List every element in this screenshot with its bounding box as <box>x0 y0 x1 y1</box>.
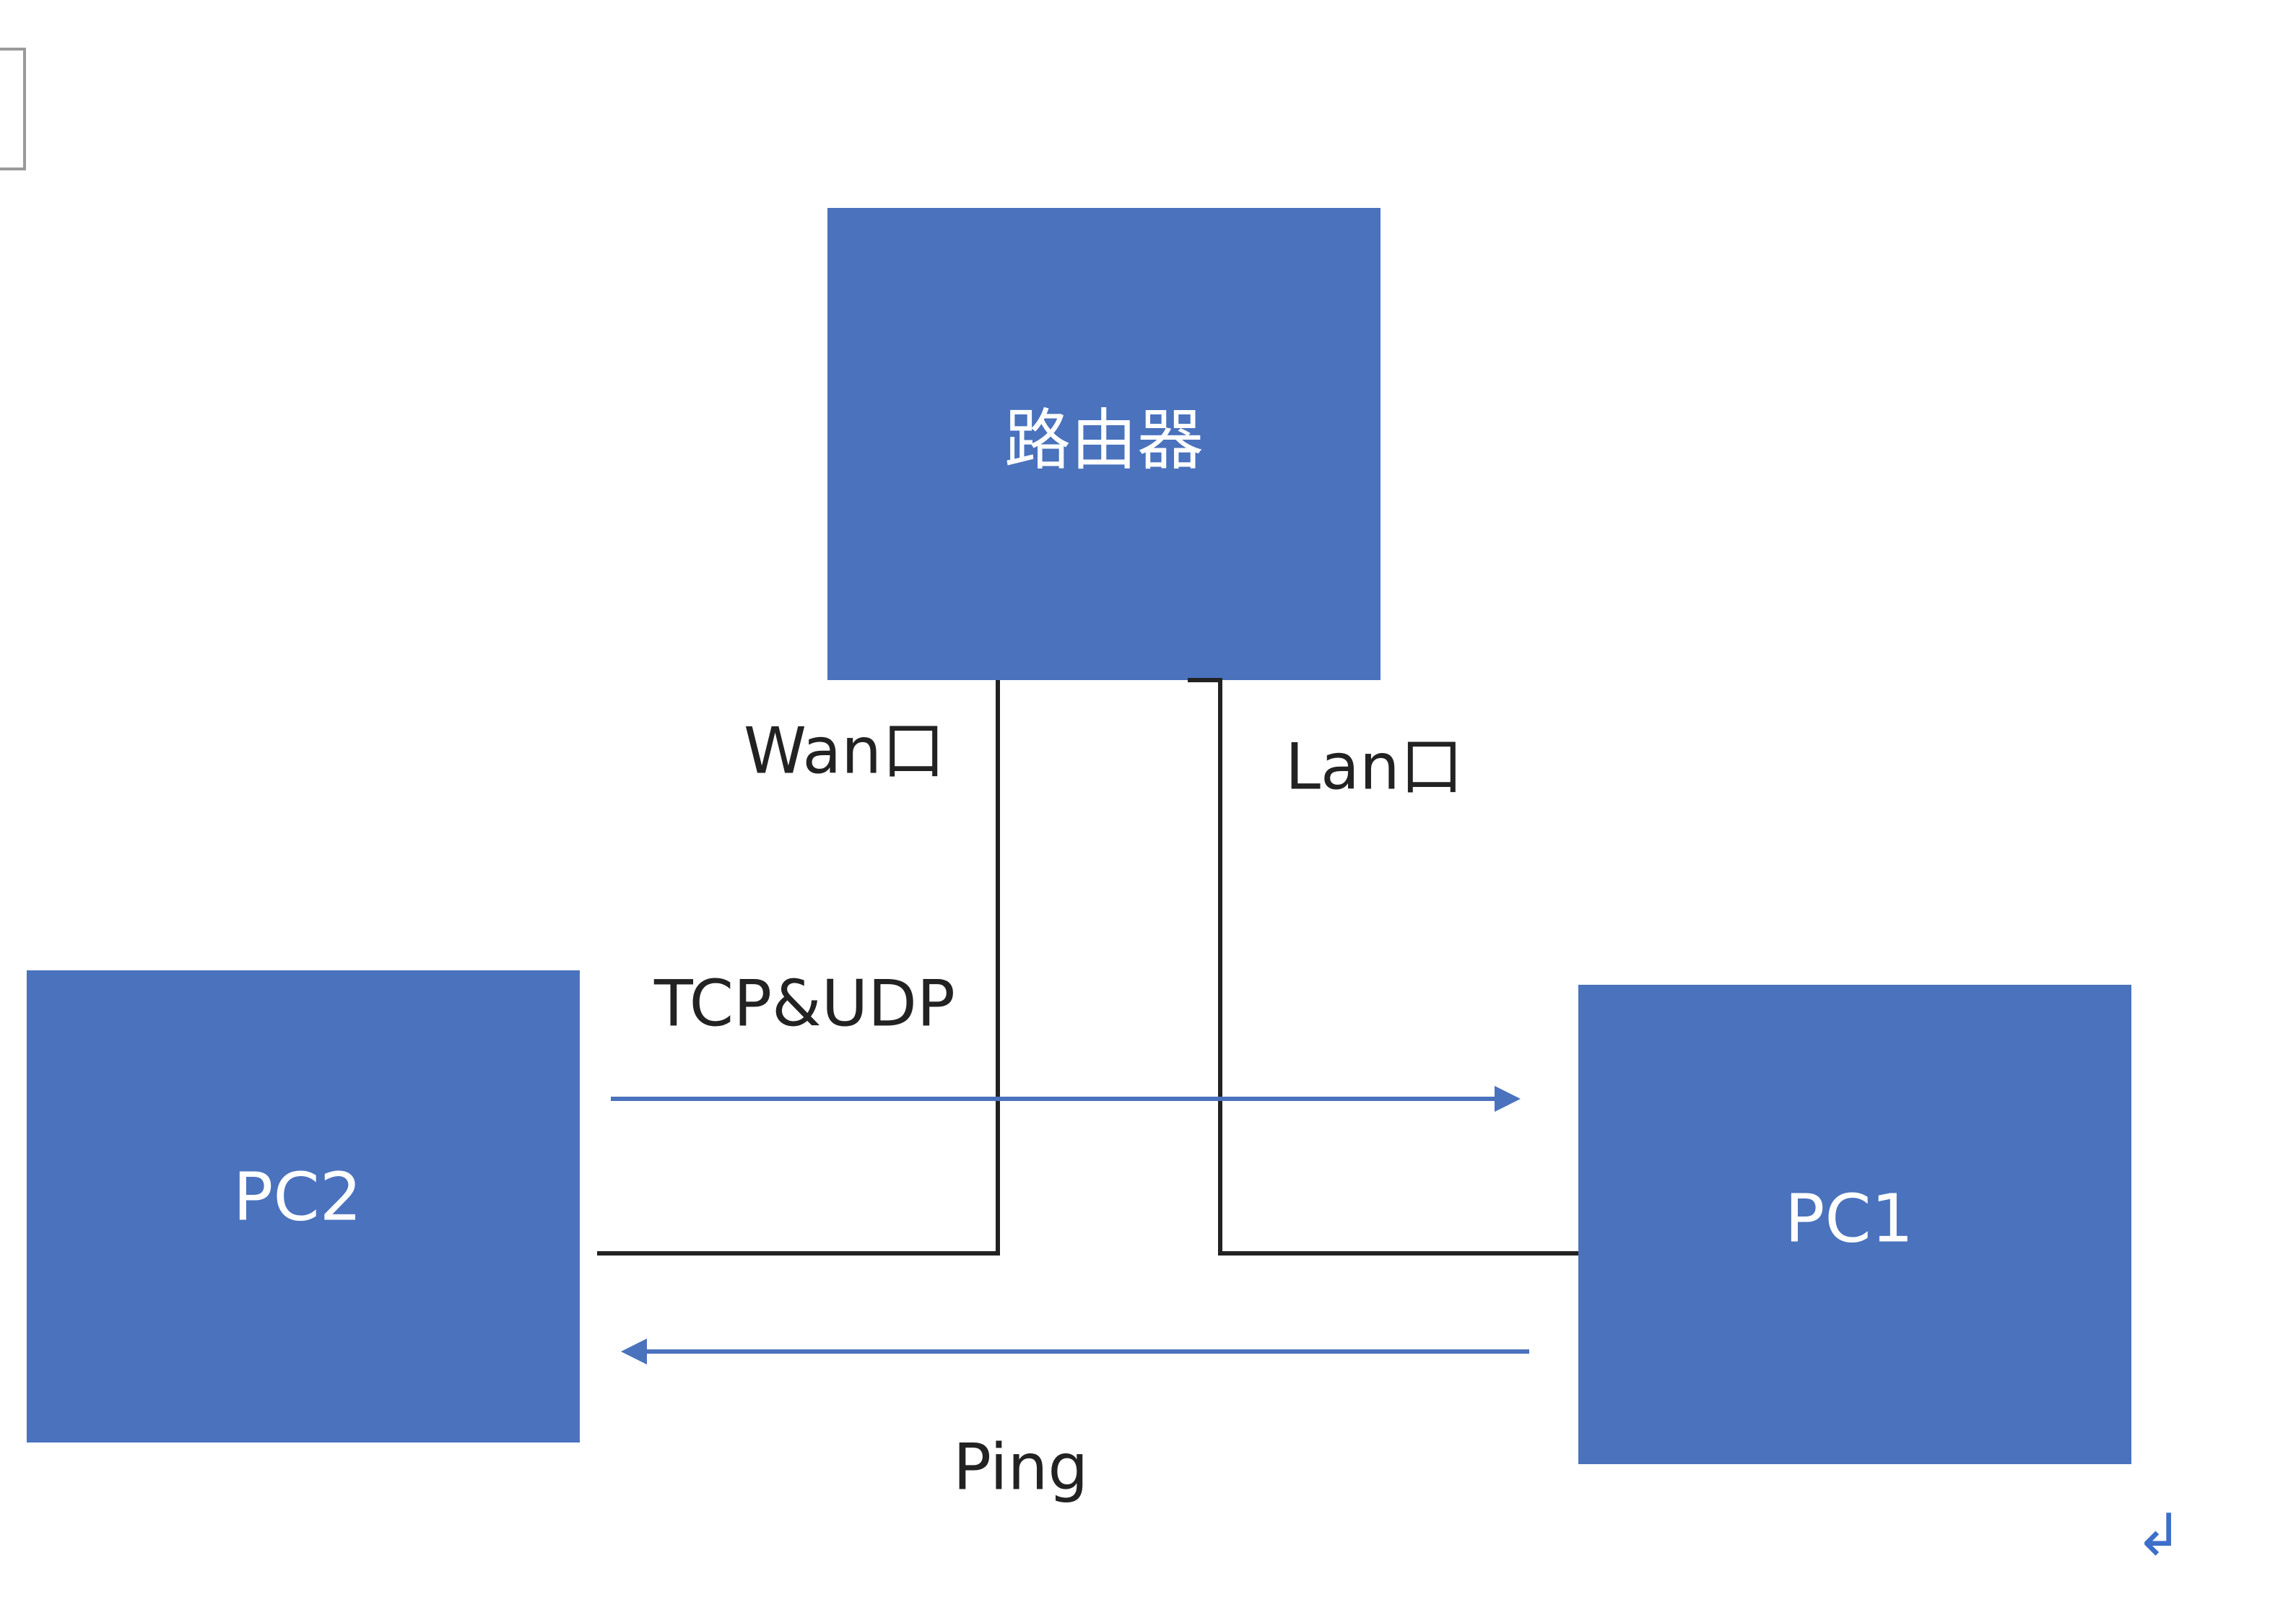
lan-port-label: Lan口 <box>1285 730 1464 804</box>
wan-port-label: Wan口 <box>744 714 945 788</box>
pc2-node: PC2 <box>27 970 580 1442</box>
lan-wire <box>1188 678 1578 1256</box>
tcp-udp-label: TCP&UDP <box>653 967 955 1041</box>
pc2-label: PC2 <box>233 1159 362 1236</box>
pc1-node: PC1 <box>1578 985 2131 1464</box>
pc2-box <box>27 970 580 1442</box>
pc1-box <box>1578 985 2131 1464</box>
pc1-label: PC1 <box>1785 1180 1913 1258</box>
router-label: 路由器 <box>1004 402 1204 479</box>
router-box <box>827 208 1380 680</box>
ping-label: Ping <box>953 1430 1088 1505</box>
return-mark-icon: ↲ <box>2134 1502 2183 1569</box>
router-node: 路由器 <box>827 208 1380 680</box>
corner-frame <box>0 48 26 170</box>
wan-wire <box>597 680 1000 1256</box>
